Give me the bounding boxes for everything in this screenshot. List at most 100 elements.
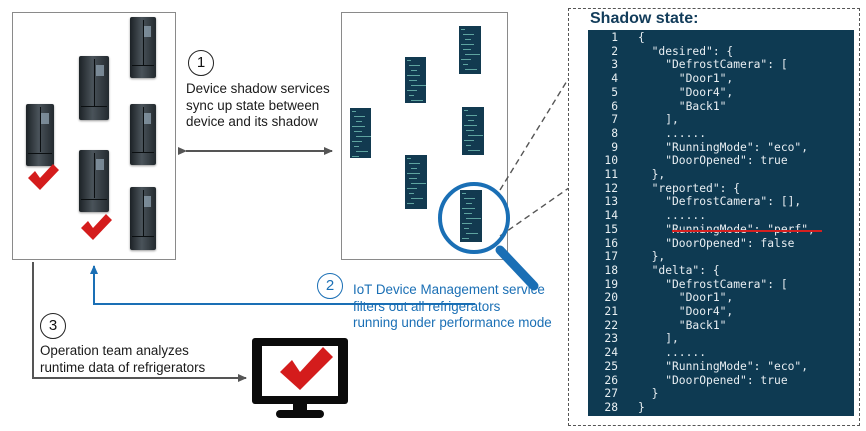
code-text: "RunningMode": "eco", bbox=[638, 140, 809, 154]
line-number: 8 bbox=[611, 126, 618, 140]
zoom-line-bottom bbox=[499, 175, 587, 237]
code-text: "delta": { bbox=[638, 263, 720, 277]
line-number: 14 bbox=[604, 209, 618, 223]
code-document-icon bbox=[460, 190, 482, 242]
line-number: 7 bbox=[611, 113, 618, 127]
filter-arrow bbox=[90, 265, 475, 305]
code-text: ...... bbox=[638, 346, 707, 360]
code-line: 28} bbox=[588, 401, 854, 415]
code-text: "Door4", bbox=[638, 85, 734, 99]
code-text: "DefrostCamera": [ bbox=[638, 58, 788, 72]
code-text: ], bbox=[638, 113, 679, 127]
line-number: 6 bbox=[611, 99, 618, 113]
code-document-icon bbox=[405, 155, 427, 209]
monitor-checkmark-icon bbox=[280, 347, 333, 390]
code-text: "Door1", bbox=[638, 72, 734, 86]
code-line: 12 "reported": { bbox=[588, 182, 854, 196]
line-number: 4 bbox=[611, 72, 618, 86]
checkmark-icon bbox=[28, 164, 59, 190]
refrigerator-icon bbox=[79, 56, 109, 120]
code-text: "Back1" bbox=[638, 318, 727, 332]
step-3-label: Operation team analyzes runtime data of … bbox=[40, 343, 206, 375]
line-number: 9 bbox=[611, 140, 618, 154]
code-view: 1{2 "desired": {3 "DefrostCamera": [4 "D… bbox=[588, 30, 854, 416]
code-line: 17 }, bbox=[588, 250, 854, 264]
code-text: }, bbox=[638, 250, 666, 264]
line-number: 3 bbox=[611, 58, 618, 72]
code-line: 1{ bbox=[588, 31, 854, 45]
line-number: 12 bbox=[604, 181, 618, 195]
refrigerator-icon bbox=[26, 104, 54, 166]
code-line: 21 "Door4", bbox=[588, 305, 854, 319]
code-text: "DefrostCamera": [], bbox=[638, 195, 802, 209]
code-text: ...... bbox=[638, 209, 707, 223]
code-text: "Door4", bbox=[638, 305, 734, 318]
code-line: 7 ], bbox=[588, 113, 854, 127]
step-2-badge: 2 bbox=[317, 273, 343, 299]
zoom-line-top bbox=[499, 49, 587, 191]
code-line: 25 "RunningMode": "eco", bbox=[588, 360, 854, 374]
code-text: "DoorOpened": true bbox=[638, 154, 788, 168]
refrigerator-icon bbox=[130, 104, 156, 165]
code-line: 6 "Back1" bbox=[588, 100, 854, 114]
code-line: 10 "DoorOpened": true bbox=[588, 154, 854, 168]
code-line: 24 ...... bbox=[588, 346, 854, 360]
line-number: 17 bbox=[604, 250, 618, 264]
line-number: 10 bbox=[604, 154, 618, 168]
code-text: "DoorOpened": false bbox=[638, 236, 795, 250]
line-number: 21 bbox=[604, 305, 618, 318]
line-number: 18 bbox=[604, 263, 618, 277]
code-text: "DefrostCamera": [ bbox=[638, 277, 788, 291]
code-document-icon bbox=[350, 108, 371, 158]
line-number: 23 bbox=[604, 332, 618, 346]
line-number: 20 bbox=[604, 291, 618, 305]
line-number: 2 bbox=[611, 44, 618, 58]
code-line: 14 ...... bbox=[588, 209, 854, 223]
code-line: 23 ], bbox=[588, 332, 854, 346]
code-line: 20 "Door1", bbox=[588, 291, 854, 305]
line-number: 22 bbox=[604, 318, 618, 332]
code-text: ...... bbox=[638, 126, 707, 140]
code-document-icon bbox=[462, 107, 484, 155]
code-line: 15 "RunningMode": "perf", bbox=[588, 223, 854, 237]
code-text: "desired": { bbox=[638, 44, 734, 58]
step-1-label: Device shadow services sync up state bet… bbox=[186, 81, 330, 129]
line-number: 16 bbox=[604, 236, 618, 250]
code-text: } bbox=[638, 400, 645, 414]
code-text: "RunningMode": "eco", bbox=[638, 359, 809, 373]
code-line: 8 ...... bbox=[588, 127, 854, 141]
line-number: 15 bbox=[604, 222, 618, 236]
line-number: 13 bbox=[604, 195, 618, 209]
refrigerator-icon bbox=[130, 17, 156, 78]
code-text: "Door1", bbox=[638, 291, 734, 305]
analysis-arrow bbox=[32, 262, 247, 382]
code-text: "DoorOpened": true bbox=[638, 373, 788, 387]
line-number: 28 bbox=[604, 400, 618, 414]
code-text: "Back1" bbox=[638, 99, 727, 113]
code-text: "reported": { bbox=[638, 181, 741, 195]
step-1-badge: 1 bbox=[188, 50, 214, 76]
code-line: 5 "Door4", bbox=[588, 86, 854, 100]
code-line: 27 } bbox=[588, 387, 854, 401]
magnifier-icon bbox=[438, 182, 539, 291]
refrigerator-icon bbox=[79, 150, 109, 212]
code-text: "RunningMode": "perf", bbox=[638, 223, 815, 236]
code-text: } bbox=[638, 387, 659, 401]
refrigerator-icon bbox=[130, 187, 156, 250]
perf-highlight-underline bbox=[672, 230, 822, 232]
line-number: 27 bbox=[604, 387, 618, 401]
code-text: }, bbox=[638, 168, 666, 181]
monitor-icon bbox=[252, 338, 348, 418]
line-number: 25 bbox=[604, 359, 618, 373]
shadow-state-title: Shadow state: bbox=[590, 10, 699, 27]
code-line: 4 "Door1", bbox=[588, 72, 854, 86]
code-line: 2 "desired": { bbox=[588, 45, 854, 59]
code-line: 26 "DoorOpened": true bbox=[588, 374, 854, 388]
line-number: 5 bbox=[611, 85, 618, 99]
code-text: ], bbox=[638, 332, 679, 346]
line-number: 24 bbox=[604, 346, 618, 360]
step-3-badge: 3 bbox=[40, 313, 66, 339]
checkmark-icon bbox=[81, 214, 112, 240]
line-number: 26 bbox=[604, 373, 618, 387]
line-number: 11 bbox=[604, 168, 618, 181]
